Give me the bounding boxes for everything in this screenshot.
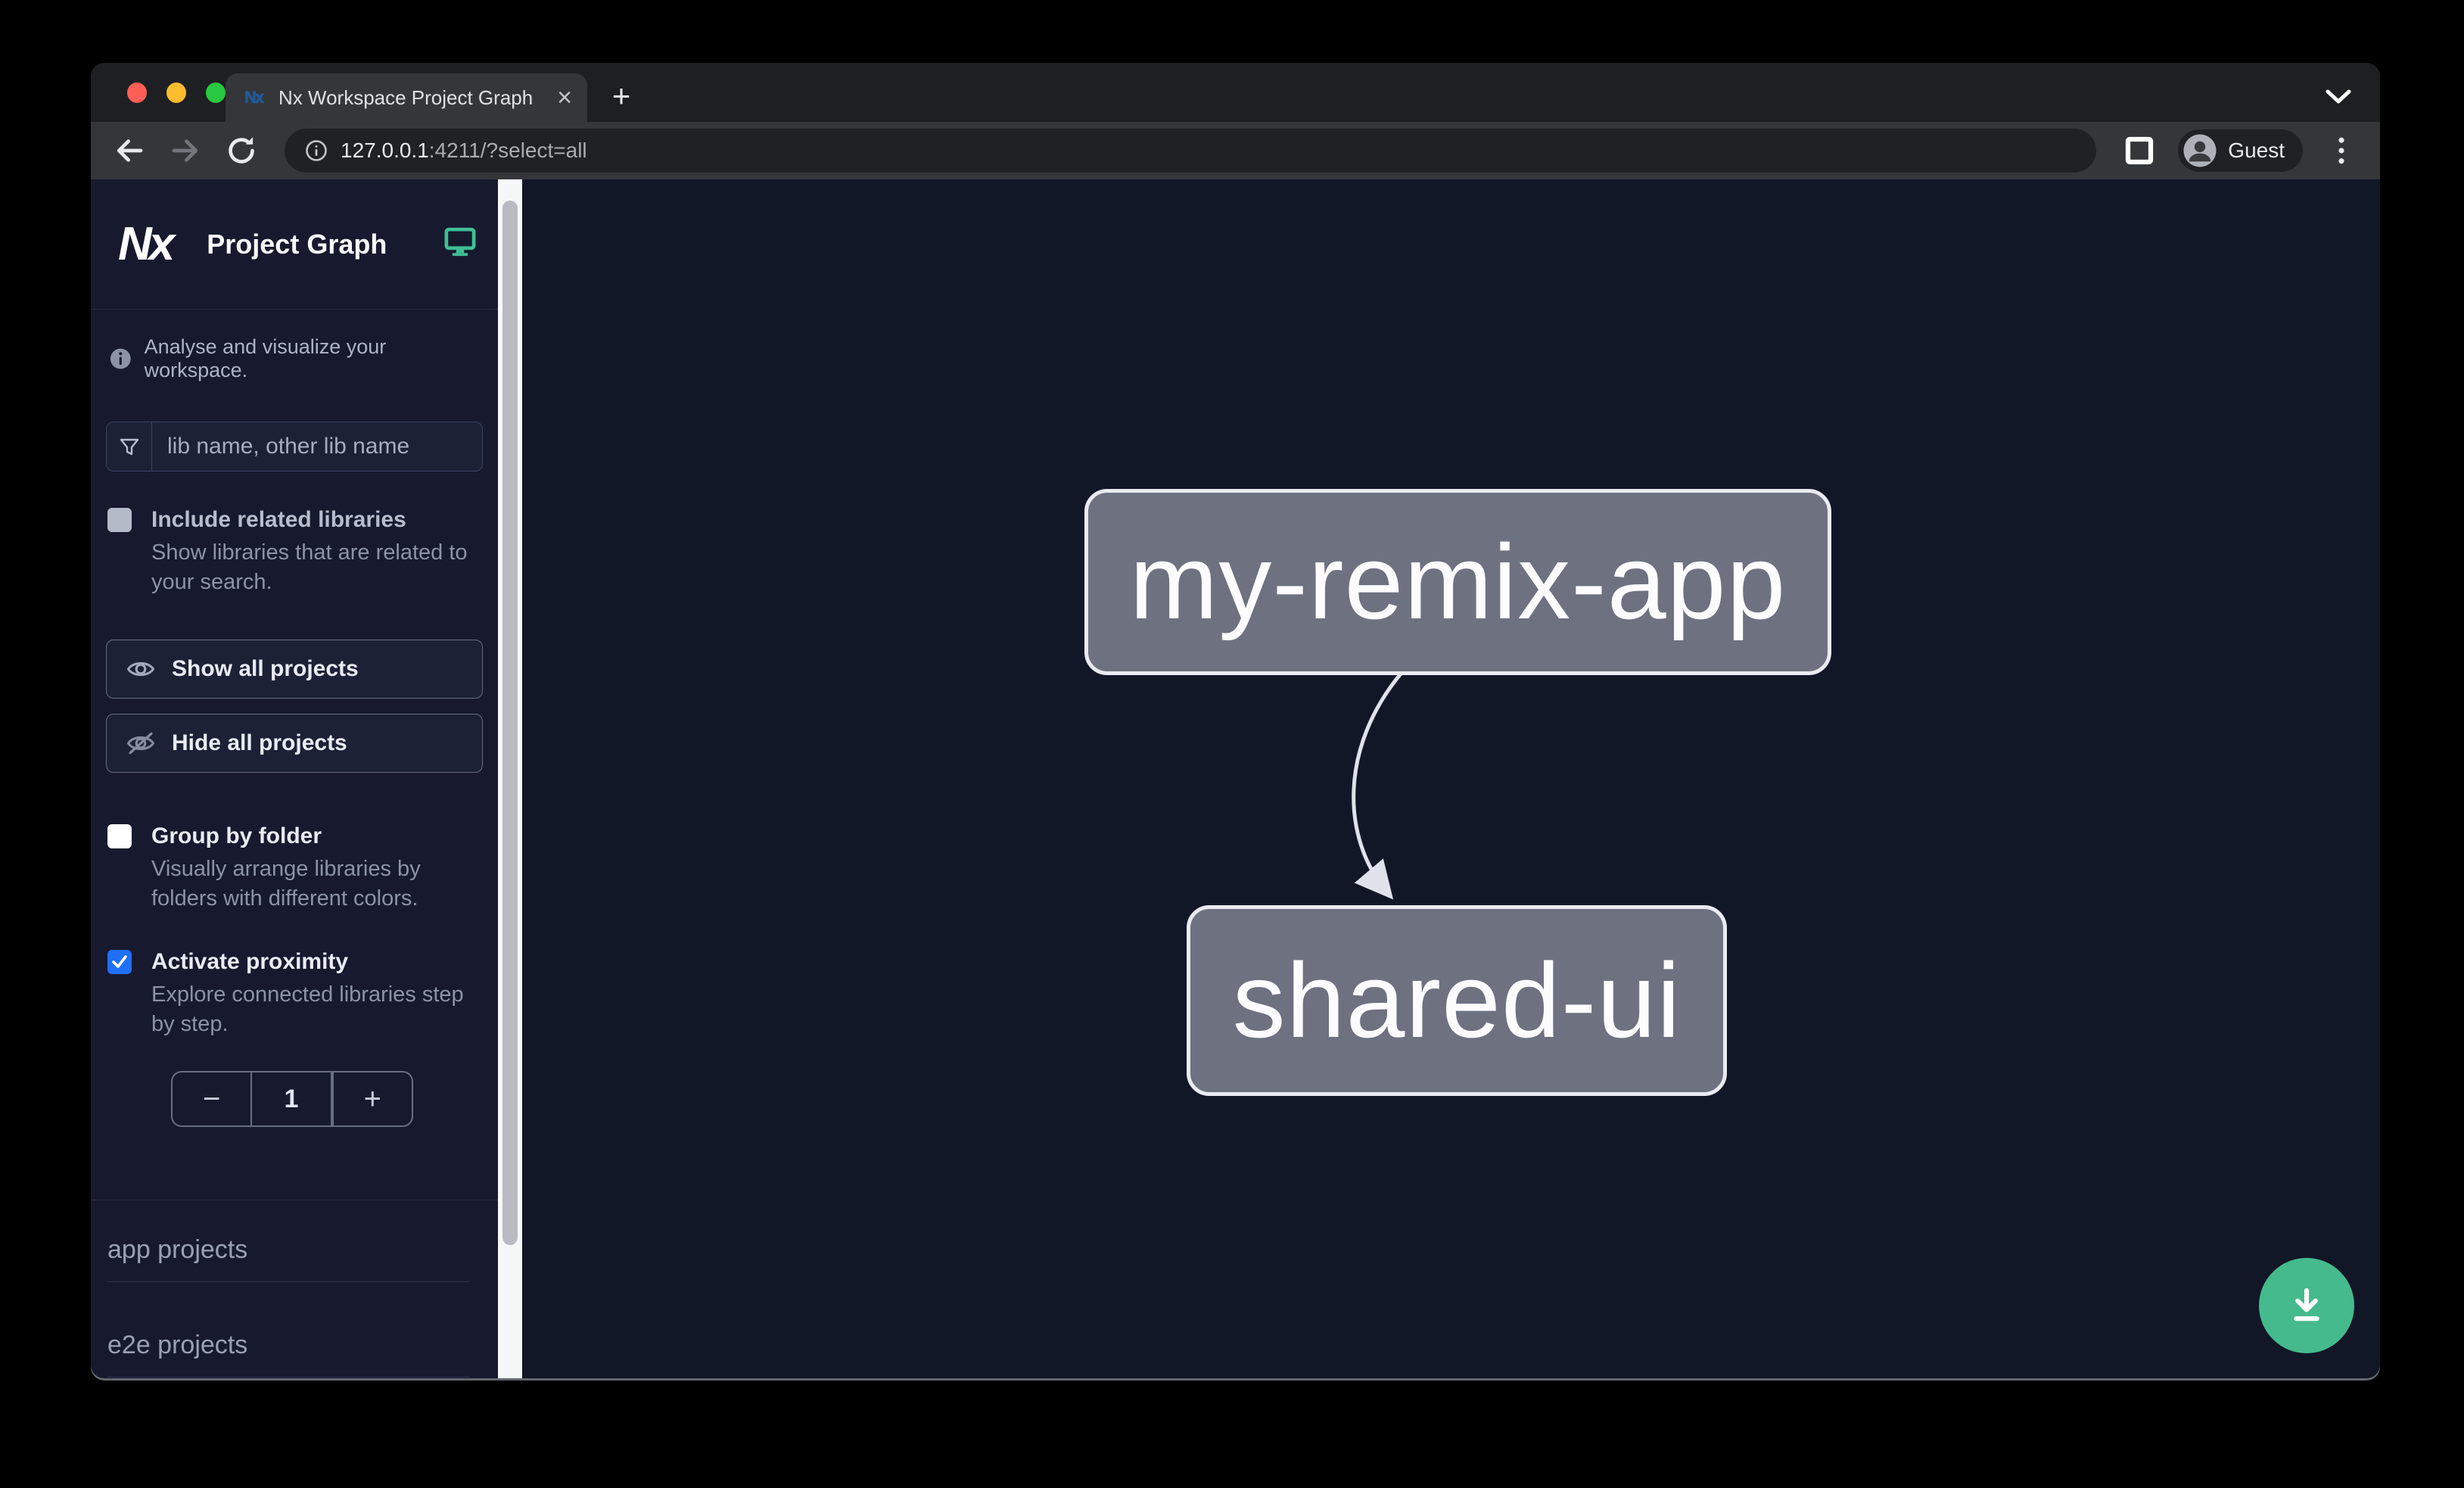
include-related-label: Include related libraries [151, 507, 406, 532]
group-by-folder-checkbox[interactable] [107, 824, 132, 848]
activate-proximity-row: Activate proximity Explore connected lib… [107, 947, 483, 1039]
theme-switcher-button[interactable] [443, 226, 477, 262]
section-app-projects: app projects [107, 1235, 469, 1282]
close-window-button[interactable] [127, 82, 147, 103]
graph-node-my-remix-app[interactable]: my-remix-app [1084, 489, 1831, 675]
group-by-folder-description: Visually arrange libraries by folders wi… [151, 857, 421, 911]
show-all-projects-button[interactable]: Show all projects [106, 640, 483, 699]
proximity-increment-button[interactable]: + [331, 1072, 412, 1125]
app-content: Nx Project Graph Analyse and visualize [91, 179, 2380, 1378]
zoom-window-button[interactable] [206, 82, 226, 103]
url-host: 127.0.0.1 [341, 139, 429, 162]
sidebar-scrollbar-thumb[interactable] [502, 201, 518, 1245]
url-text: 127.0.0.1:4211/?select=all [341, 139, 587, 163]
sidebar-header: Nx Project Graph [91, 179, 498, 310]
window-controls [91, 63, 226, 122]
search-input[interactable] [152, 422, 482, 471]
workspace-info: Analyse and visualize your workspace. [91, 335, 498, 382]
minimize-window-button[interactable] [166, 82, 186, 103]
download-icon [2294, 1287, 2319, 1321]
tab-overview-button[interactable] [2319, 78, 2357, 116]
tab-strip: Nx Nx Workspace Project Graph × + [91, 63, 2380, 122]
graph-edges [1352, 671, 1403, 900]
group-by-folder-texts: Group by folder Visually arrange librari… [151, 821, 477, 914]
tab-title: Nx Workspace Project Graph [278, 86, 534, 109]
sidebar-scrollbar[interactable] [498, 179, 522, 1378]
new-tab-button[interactable]: + [611, 78, 631, 114]
edge-my-remix-app-to-shared-ui[interactable] [1352, 671, 1403, 900]
proximity-value: 1 [250, 1072, 332, 1125]
nx-favicon-icon: Nx [244, 88, 264, 107]
checkmark-icon [112, 955, 127, 968]
group-by-folder-row: Group by folder Visually arrange librari… [107, 821, 483, 914]
info-icon [110, 348, 131, 369]
side-panel-icon [2126, 136, 2154, 165]
activate-proximity-label: Activate proximity [151, 949, 349, 974]
proximity-decrement-button[interactable]: − [202, 1082, 221, 1116]
browser-window: Nx Nx Workspace Project Graph × + [91, 63, 2380, 1378]
include-related-description: Show libraries that are related to your … [151, 540, 468, 594]
section-e2e-projects: e2e projects [107, 1331, 469, 1377]
forward-button[interactable] [168, 133, 203, 168]
browser-toolbar: 127.0.0.1:4211/?select=all Guest [91, 122, 2380, 179]
chevron-down-icon [2326, 89, 2351, 104]
search-filter [106, 422, 483, 472]
include-related-texts: Include related libraries Show libraries… [151, 505, 477, 597]
reload-icon [229, 137, 254, 163]
eye-off-icon [126, 732, 155, 755]
forward-arrow-icon [172, 139, 198, 162]
profile-name: Guest [2228, 139, 2285, 162]
graph-node-shared-ui[interactable]: shared-ui [1187, 905, 1727, 1096]
site-info-icon [306, 140, 327, 161]
browser-tab[interactable]: Nx Nx Workspace Project Graph × [226, 73, 587, 122]
workspace-info-text: Analyse and visualize your workspace. [144, 335, 387, 381]
sidebar: Nx Project Graph Analyse and visualize [91, 179, 498, 1378]
eye-icon [126, 662, 155, 677]
activate-proximity-checkbox[interactable] [107, 950, 132, 974]
group-by-folder-label: Group by folder [151, 823, 322, 848]
back-button[interactable] [112, 133, 147, 168]
hide-all-projects-label: Hide all projects [172, 730, 347, 755]
kebab-menu-icon [2338, 137, 2344, 164]
reload-button[interactable] [224, 133, 259, 168]
show-all-projects-label: Show all projects [172, 656, 359, 681]
browser-menu-button[interactable] [2324, 133, 2359, 168]
include-related-checkbox[interactable] [107, 508, 132, 532]
monitor-icon [444, 227, 476, 257]
profile-button[interactable]: Guest [2178, 129, 2303, 172]
graph-canvas[interactable]: my-remix-app shared-ui [522, 179, 2380, 1378]
address-bar[interactable]: 127.0.0.1:4211/?select=all [285, 129, 2097, 173]
back-arrow-icon [117, 139, 143, 162]
page-title: Project Graph [207, 228, 387, 260]
include-related-row: Include related libraries Show libraries… [107, 505, 483, 597]
avatar-icon [2183, 134, 2217, 167]
filter-funnel-icon [107, 422, 152, 471]
url-path: :4211/?select=all [428, 139, 587, 162]
nx-logo: Nx [118, 218, 175, 270]
tab-close-button[interactable]: × [557, 83, 572, 112]
project-sections: app projects e2e projects [91, 1200, 498, 1377]
download-image-button[interactable] [2259, 1258, 2354, 1353]
side-panel-button[interactable] [2122, 133, 2157, 168]
proximity-stepper: − 1 + [171, 1071, 413, 1127]
hide-all-projects-button[interactable]: Hide all projects [106, 714, 483, 773]
node-label: my-remix-app [1129, 522, 1787, 641]
activate-proximity-description: Explore connected libraries step by step… [151, 982, 464, 1036]
node-label: shared-ui [1232, 941, 1682, 1060]
activate-proximity-texts: Activate proximity Explore connected lib… [151, 947, 477, 1039]
